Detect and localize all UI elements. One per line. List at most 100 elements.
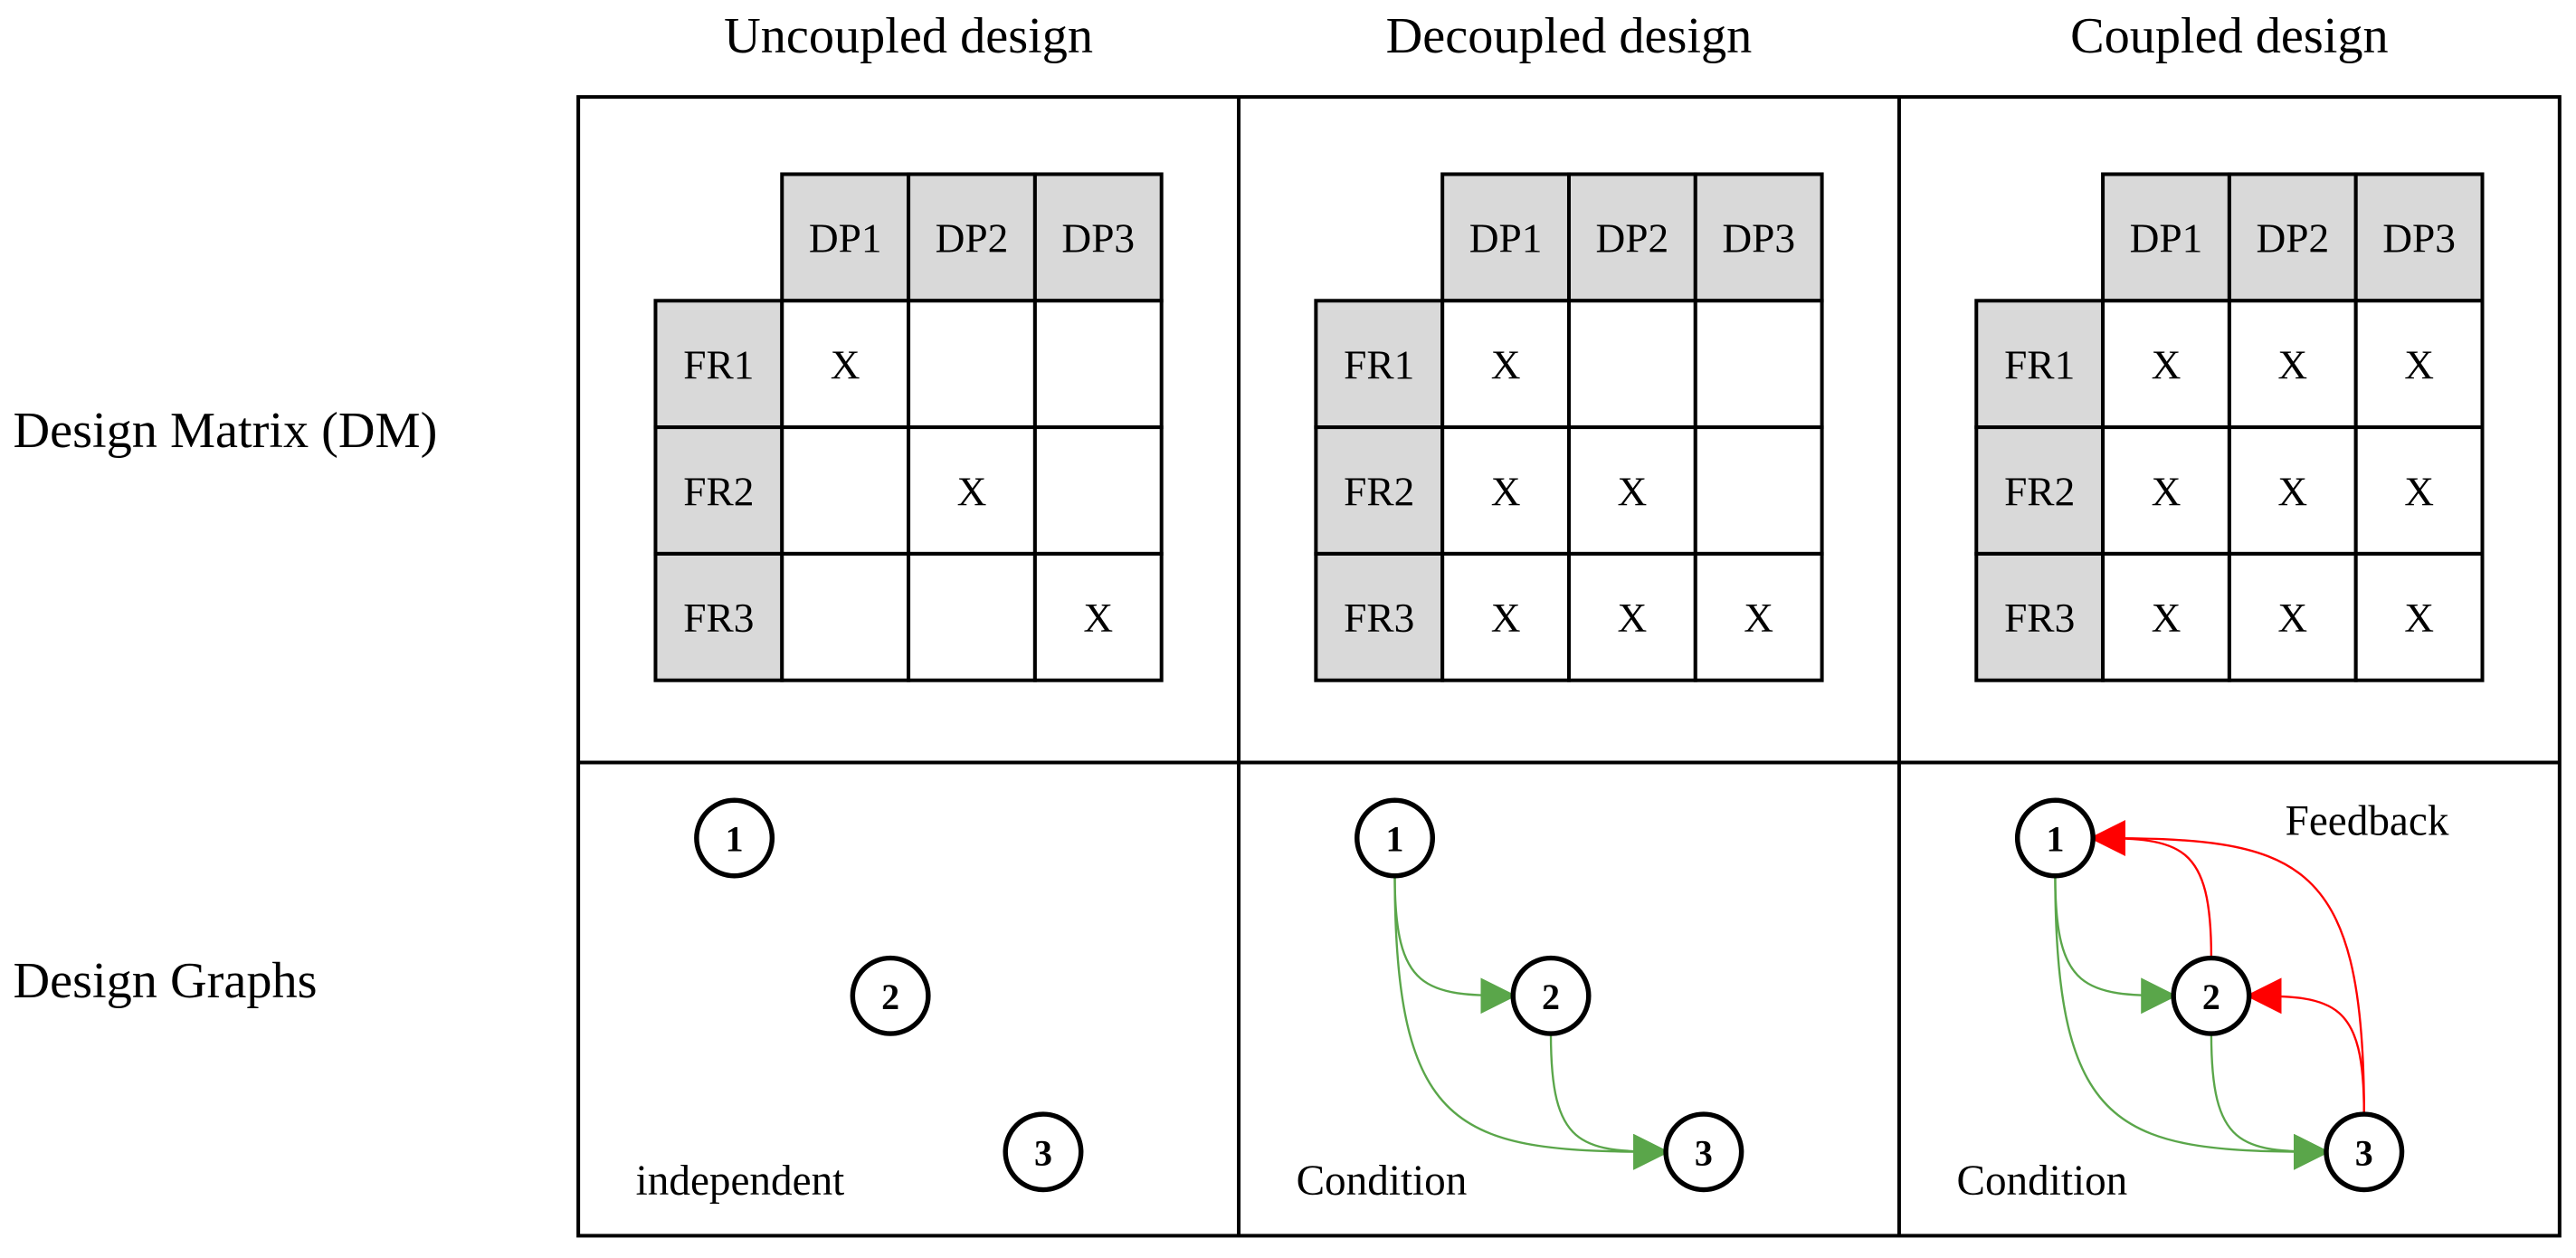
dp-header-label: DP2 <box>1596 216 1669 262</box>
dp-header-label: DP3 <box>1061 216 1135 262</box>
graph-caption: Condition <box>1956 1158 2127 1205</box>
matrix-cell-mark: X <box>1617 469 1647 514</box>
fr-header-cell <box>653 551 784 682</box>
condition-edge <box>2054 875 2331 1170</box>
fr-header-cell <box>1314 551 1445 682</box>
matrix-cell-mark: X <box>1491 596 1521 641</box>
matrix-cell-mark: X <box>2277 596 2307 641</box>
graph-node-label: 2 <box>881 977 899 1017</box>
row-labels: Design Matrix (DM) Design Graphs <box>14 403 438 1009</box>
dp-header-label: DP3 <box>1722 216 1795 262</box>
matrix-cell <box>1566 551 1697 682</box>
matrix-cell <box>1440 425 1571 556</box>
dp-header-cell <box>780 172 911 303</box>
matrix-cell <box>1566 425 1697 556</box>
graph-node-label: 3 <box>1034 1132 1052 1173</box>
matrix-cell-mark: X <box>2152 469 2182 514</box>
graph-node-label: 1 <box>1386 819 1404 860</box>
outer-border <box>576 95 2562 1238</box>
column-title-3: Coupled design <box>2070 8 2389 64</box>
feedback-edge <box>2089 820 2365 1115</box>
dp-header-cell <box>1032 172 1164 303</box>
graph-node-label: 3 <box>1695 1132 1713 1173</box>
matrix-cell <box>780 551 911 682</box>
graph-node-2 <box>1510 955 1592 1036</box>
matrix-cell <box>1566 299 1697 430</box>
graph-node-3 <box>2324 1111 2405 1193</box>
fr-header-label: FR1 <box>683 343 754 388</box>
graph-node-label: 2 <box>2202 977 2220 1017</box>
matrix-cell-mark: X <box>1744 596 1773 641</box>
graph-node-1 <box>2014 797 2096 879</box>
fr-header-label: FR2 <box>683 469 754 514</box>
matrix-cell <box>1693 299 1824 430</box>
fr-header-cell <box>1974 551 2105 682</box>
column-titles: Uncoupled design Decoupled design Coupled … <box>724 8 2389 64</box>
design-graphs: 123independent123Condition123ConditionFe… <box>636 797 2449 1205</box>
fr-header-label: FR3 <box>683 596 754 641</box>
row-label-design-graphs: Design Graphs <box>14 953 318 1009</box>
condition-edge <box>1393 875 1517 1015</box>
matrix-cell-mark: X <box>2277 343 2307 388</box>
fr-header-label: FR2 <box>2004 469 2075 514</box>
graph-caption: independent <box>636 1158 845 1205</box>
feedback-edge <box>2245 977 2365 1115</box>
design-graph-1: 1 2 3 independent <box>636 797 1084 1205</box>
fr-header-label: FR3 <box>1344 596 1414 641</box>
graph-node-label: 1 <box>2046 819 2064 860</box>
dp-header-label: DP3 <box>2382 216 2456 262</box>
matrix-cell <box>780 299 911 430</box>
row-label-design-matrix: Design Matrix (DM) <box>14 403 438 459</box>
matrix-cell-mark: X <box>1491 469 1521 514</box>
fr-header-label: FR2 <box>1344 469 1414 514</box>
matrix-cell <box>1032 551 1164 682</box>
graph-node-3 <box>1663 1111 1744 1193</box>
matrix-cell <box>780 425 911 556</box>
graph-caption: Condition <box>1297 1158 1468 1205</box>
matrix-cell-mark: X <box>2277 469 2307 514</box>
dp-header-cell <box>1566 172 1697 303</box>
matrix-cell <box>1440 551 1571 682</box>
matrix-cell <box>1693 551 1824 682</box>
feedback-label: Feedback <box>2286 797 2449 844</box>
condition-edge <box>2054 875 2178 1015</box>
matrix-cell <box>2353 551 2485 682</box>
matrix-cell-mark: X <box>2404 469 2434 514</box>
feedback-edge <box>2089 820 2213 958</box>
fr-header-cell <box>1974 425 2105 556</box>
condition-edge <box>1393 875 1670 1170</box>
matrix-cell <box>2101 551 2231 682</box>
fr-header-label: FR3 <box>2004 596 2075 641</box>
graph-node-1 <box>1355 797 1436 879</box>
dp-header-label: DP2 <box>2256 216 2329 262</box>
graph-node-3 <box>1003 1111 1084 1193</box>
graph-node-1 <box>694 797 775 879</box>
matrix-cell <box>1440 299 1571 430</box>
matrix-cell <box>1032 299 1164 430</box>
matrix-cell <box>2101 299 2231 430</box>
fr-header-cell <box>653 425 784 556</box>
matrix-cell-mark: X <box>831 343 860 388</box>
fr-header-label: FR1 <box>2004 343 2075 388</box>
graph-node-2 <box>850 955 931 1036</box>
matrix-cell <box>2227 551 2358 682</box>
dp-header-label: DP1 <box>1469 216 1543 262</box>
column-title-2: Decoupled design <box>1386 8 1753 64</box>
matrix-cell <box>907 551 1037 682</box>
graph-node-2 <box>2171 955 2252 1036</box>
condition-edge <box>2210 1034 2331 1170</box>
matrix-cell-mark: X <box>2152 343 2182 388</box>
matrix-cell-mark: X <box>1491 343 1521 388</box>
graph-node-label: 1 <box>726 819 744 860</box>
dp-header-cell <box>2101 172 2231 303</box>
matrix-cell <box>907 299 1037 430</box>
matrix-cell-mark: X <box>1617 596 1647 641</box>
column-title-1: Uncoupled design <box>724 8 1093 64</box>
